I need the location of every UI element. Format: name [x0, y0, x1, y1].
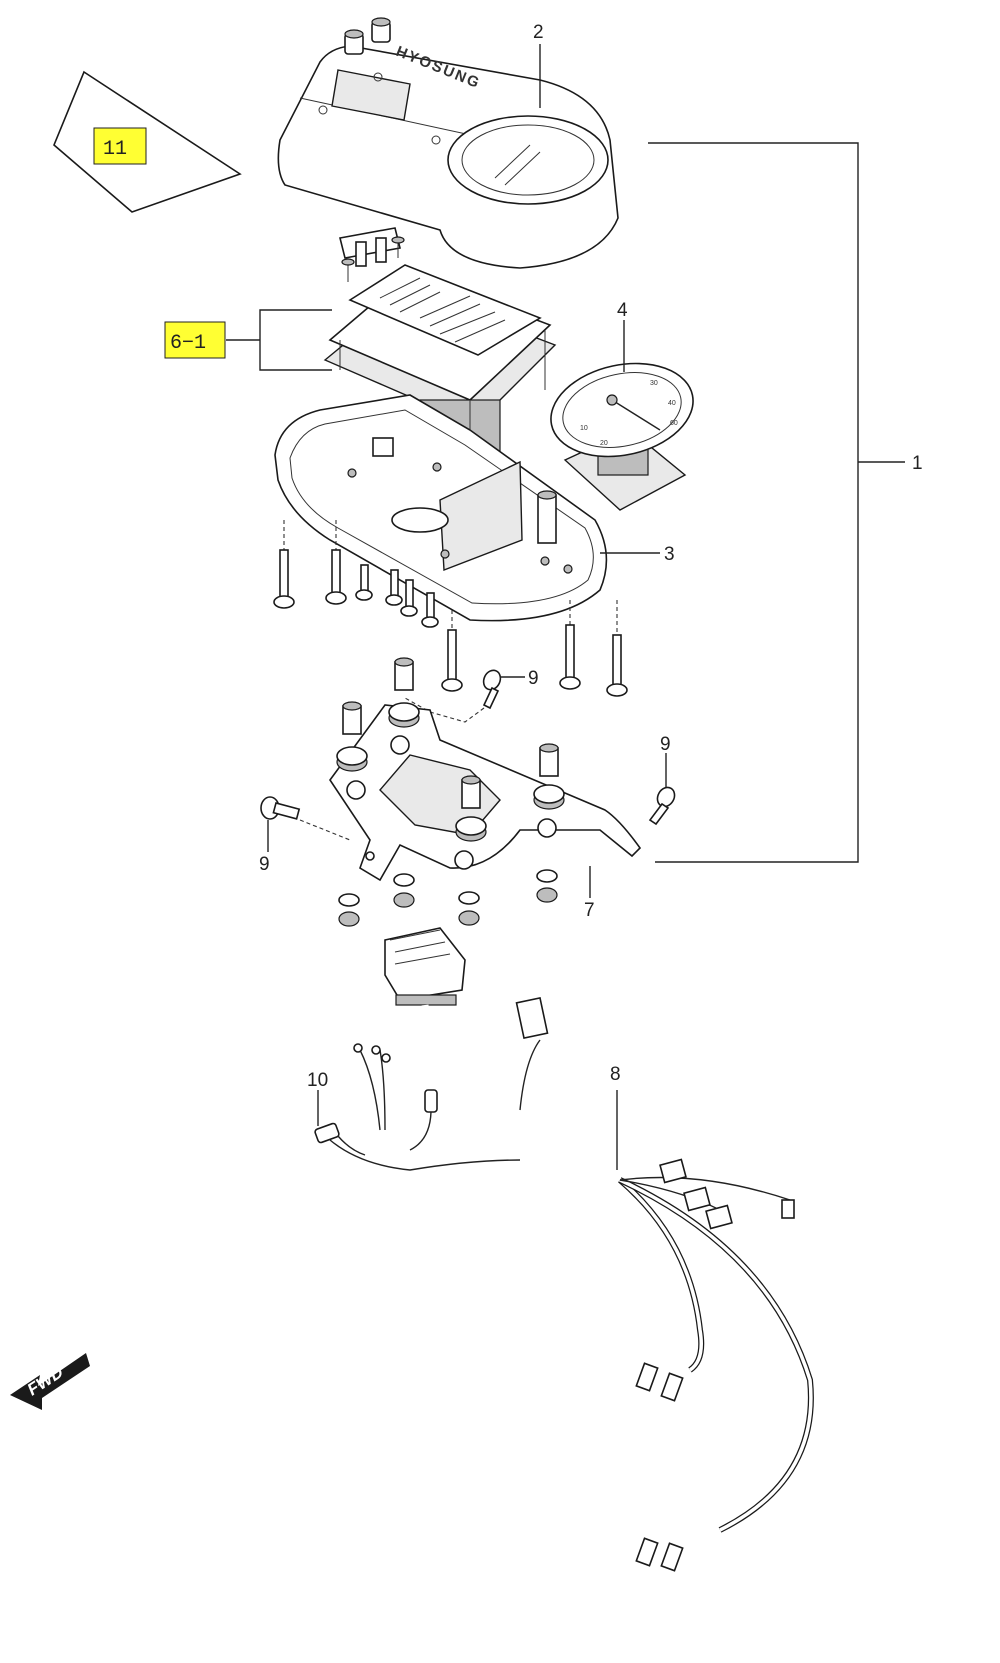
assembly-bracket-line: [648, 142, 859, 863]
callout-assembly: 1: [912, 453, 923, 474]
lcd-label: 6−1: [170, 332, 206, 355]
screw-9-left: [260, 796, 351, 841]
screw-9-right: [648, 786, 676, 826]
lcd-label-box: [164, 321, 226, 359]
sticker-part-11: 11: [53, 70, 242, 213]
sticker-label-box: [93, 127, 147, 165]
svg-text:30: 30: [650, 380, 658, 387]
lower-case-part-3: [274, 394, 608, 622]
lcd-label-bracket: [226, 309, 332, 371]
callout-screw-right: 9: [660, 734, 671, 755]
svg-text:40: 40: [668, 400, 676, 407]
svg-text:10: 10: [580, 425, 588, 432]
callout-screw-left: 9: [259, 854, 270, 875]
bulb-part-10: [314, 1089, 438, 1156]
callout-cover: 2: [533, 22, 544, 43]
case-screws: [273, 520, 628, 697]
lcd-unit-part-6-1: [323, 264, 557, 471]
grommets: [336, 657, 565, 842]
connector-clamp: [339, 227, 405, 282]
callout-case: 3: [664, 544, 675, 565]
bracket-part-7: [329, 704, 642, 882]
callout-screw-upper: 9: [528, 668, 539, 689]
washers-nuts: [338, 869, 558, 927]
svg-text:20: 20: [600, 440, 608, 447]
svg-text:60: 60: [670, 420, 678, 427]
callout-bracket: 7: [584, 900, 595, 921]
sticker-label: 11: [103, 138, 127, 161]
fwd-arrow: FWD: [10, 1353, 90, 1410]
callout-bulb: 10: [307, 1070, 328, 1091]
callout-gauge: 4: [617, 300, 628, 321]
screw-9-upper: [404, 669, 502, 723]
callout-harness: 8: [610, 1064, 621, 1085]
harness-part-8: [329, 927, 814, 1572]
gauge-part-4: 30 40 60 10 20: [550, 362, 694, 511]
meter-cover-part-2: HYOSUNG: [277, 17, 619, 269]
